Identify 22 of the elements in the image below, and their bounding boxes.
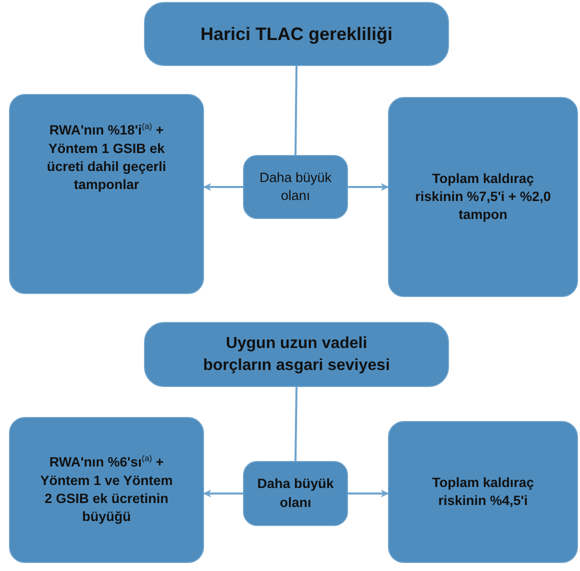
process-box [9,94,204,294]
arrow [348,490,389,498]
process-box [388,97,578,297]
box-text: RWA'nın %6'sı$^{(a)}$ + Yöntem 1 ve Yöntem 2 GSIB ek ücretinin büyüğü [39,453,174,526]
box-text: Daha büyük olanı [256,475,335,512]
header-box [144,322,449,387]
box-text: Uygun uzun vadeli borçların asgari seviyesi [202,334,391,376]
arrow [203,490,243,498]
box-text: Toplam kaldıraç riskinin %4,5'i [431,474,535,510]
process-box [388,421,578,563]
header-box [144,2,449,66]
arrow [203,183,243,191]
box-text: Daha büyük olanı [258,168,333,205]
process-box [9,417,204,563]
box-text: Harici TLAC gerekliliği [200,22,393,46]
connector-line [294,386,298,462]
box-text: RWA'nın %18'i$^{(a)}$ + Yöntem 1 GSIB ek ücreti dahil geçerli tamponlar [46,121,168,194]
box-text: Toplam kaldıraç riskinin %7,5'i + %2,0 tampon [415,170,551,224]
decision-box [243,461,348,526]
connector-line [294,66,298,156]
arrow [348,183,389,191]
decision-box [243,155,348,219]
